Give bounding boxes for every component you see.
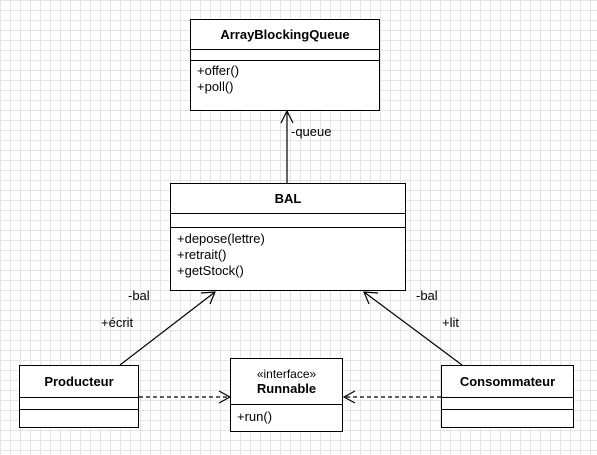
methods-section (442, 410, 573, 427)
attributes-section (191, 50, 379, 61)
association-producteur-bal (119, 291, 216, 366)
class-name: Runnable (256, 381, 317, 396)
stereotype-label: «interface» (256, 367, 317, 381)
methods-section (20, 410, 138, 427)
method: +poll() (197, 79, 234, 94)
class-name: Consommateur (442, 366, 573, 398)
attributes-section (171, 214, 405, 228)
role-label-queue: -queue (291, 124, 332, 139)
role-label-bal-consommateur: -bal (416, 288, 438, 303)
class-producteur[interactable]: Producteur (19, 365, 139, 428)
methods-section: +offer() +poll() (191, 61, 379, 110)
association-consommateur-bal (363, 291, 463, 366)
attributes-section (442, 398, 573, 410)
class-name: Producteur (20, 366, 138, 398)
interface-runnable[interactable]: «interface» Runnable +run() (230, 358, 343, 432)
class-header: «interface» Runnable (231, 359, 342, 405)
arrowhead-runnable-right (342, 390, 356, 404)
class-consommateur[interactable]: Consommateur (441, 365, 574, 428)
arrowhead-bal-left (200, 291, 216, 305)
method: +depose(lettre) (177, 231, 265, 246)
method: +retrait() (177, 247, 227, 262)
class-name: BAL (171, 184, 405, 214)
verb-label-lit: +lit (442, 315, 459, 330)
class-arrayblockingqueue[interactable]: ArrayBlockingQueue +offer() +poll() (190, 19, 380, 111)
class-name: ArrayBlockingQueue (191, 20, 379, 50)
class-bal[interactable]: BAL +depose(lettre) +retrait() +getStock… (170, 183, 406, 291)
methods-section: +depose(lettre) +retrait() +getStock() (171, 228, 405, 290)
method: +run() (237, 409, 273, 424)
arrowhead-bal-right (363, 291, 379, 305)
attributes-section (20, 398, 138, 410)
method: +offer() (197, 63, 240, 78)
role-label-bal-producteur: -bal (128, 288, 150, 303)
verb-label-ecrit: +écrit (101, 315, 134, 330)
arrowhead-queue (280, 109, 294, 124)
method: +getStock() (177, 263, 244, 278)
methods-section: +run() (231, 405, 342, 431)
